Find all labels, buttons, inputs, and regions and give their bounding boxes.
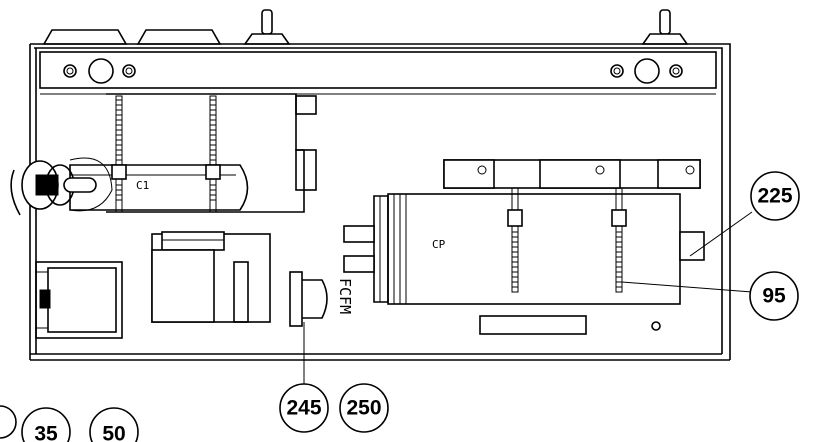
callout-partial-left — [0, 405, 17, 439]
callout-50: 50 — [89, 407, 139, 442]
callout-95: 95 — [749, 271, 799, 321]
svg-text:95: 95 — [762, 285, 786, 308]
svg-text:250: 250 — [346, 397, 381, 420]
c1-capacitor: C1 — [69, 93, 317, 213]
mounting-rail — [39, 51, 717, 95]
housing — [29, 43, 731, 361]
fcfm-fan-control: FCFM — [289, 271, 354, 327]
leader-lines — [303, 211, 753, 384]
cp-strap-screws — [507, 187, 627, 293]
callout-250: 250 — [339, 383, 389, 433]
c1-strap-screws — [111, 95, 221, 213]
svg-text:35: 35 — [34, 423, 58, 442]
cp-capacitor: CP — [343, 159, 705, 305]
base-slot — [479, 315, 661, 335]
left-terminal — [10, 157, 113, 216]
callout-35: 35 — [21, 407, 71, 442]
contactor — [151, 231, 271, 323]
svg-text:50: 50 — [102, 423, 125, 442]
c1-label: C1 — [136, 179, 149, 192]
cp-label: CP — [432, 238, 446, 251]
svg-text:245: 245 — [286, 397, 321, 420]
svg-text:225: 225 — [757, 185, 792, 208]
top-feet — [42, 9, 689, 45]
terminal-block — [35, 261, 123, 339]
callout-225: 225 — [750, 171, 800, 221]
fcfm-label: FCFM — [336, 278, 354, 314]
callout-245: 245 — [279, 383, 329, 433]
